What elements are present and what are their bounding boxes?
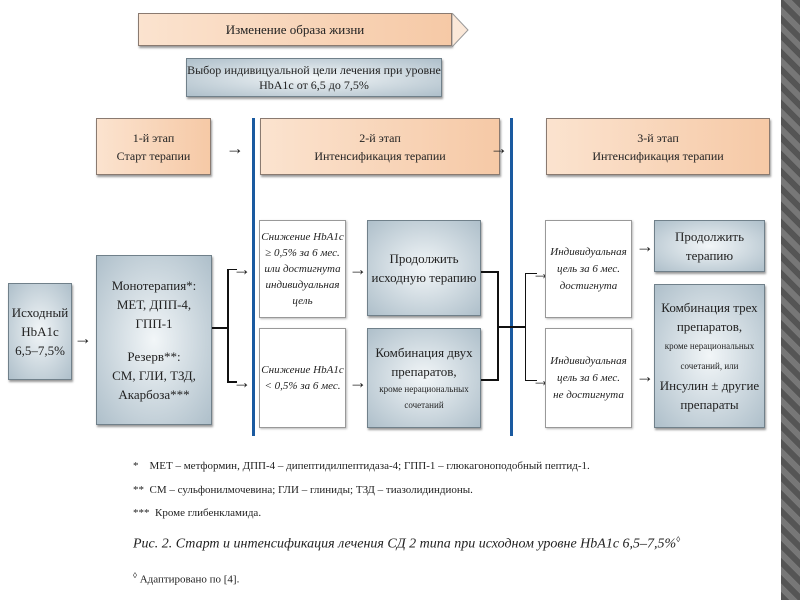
arrow-icon: → xyxy=(636,236,654,256)
figure-caption: Рис. 2. Старт и интенсификация лечения С… xyxy=(133,535,680,553)
connector xyxy=(525,380,537,381)
condition-success-2: Снижение HbA1c ≥ 0,5% за 6 мес. или достиг… xyxy=(259,220,346,318)
goal-box: Выбор индивицуальной цели лечения при ур… xyxy=(186,58,442,97)
arrow-icon: → xyxy=(636,366,654,386)
lifestyle-arrowhead xyxy=(452,13,469,47)
text: Снижение HbA1c xyxy=(261,231,344,243)
text: МЕТ, ДПП-4, ГПП-1 xyxy=(116,297,192,331)
text: исходную терапию xyxy=(371,270,477,285)
text: Инсулин ± другие xyxy=(659,378,760,393)
text: HbA1c xyxy=(21,324,59,339)
three-drug-or-insulin: Комбинация трех препаратов, кроме нерацион… xyxy=(654,284,765,428)
text: сочетаний, или xyxy=(680,361,739,371)
arrow-icon: → xyxy=(226,138,244,158)
arrow-icon: → xyxy=(349,259,367,279)
condition-fail-2: Снижение HbA1c < 0,5% за 6 мес. xyxy=(259,328,346,428)
adapted-note: ◊ Адаптировано по [4]. xyxy=(133,571,239,586)
stage-divider xyxy=(252,118,255,436)
text: цель за 6 мес. xyxy=(556,371,621,384)
two-drug-combination: Комбинация двух препаратов, кроме нерацион… xyxy=(367,328,481,428)
connector xyxy=(525,273,526,381)
text: Продолжить xyxy=(675,229,744,244)
connector xyxy=(227,381,237,383)
text: цель xyxy=(292,295,313,307)
continue-initial-therapy: Продолжить исходную терапию xyxy=(367,220,481,316)
text: < 0,5% за 6 мес. xyxy=(264,380,341,392)
footnote: * МЕТ – метформин, ДПП-4 – дипептидилпеп… xyxy=(133,460,590,472)
text: Комбинация трех xyxy=(661,300,758,315)
text: Индивидуальная xyxy=(550,354,627,367)
footnote: *** Кроме глибенкламида. xyxy=(133,507,262,519)
connector xyxy=(525,273,537,274)
text: препараты xyxy=(680,397,739,412)
text: СМ, ГЛИ, ТЗД, xyxy=(112,368,196,383)
stage-label: 3-й этап xyxy=(637,130,679,145)
text: Продолжить xyxy=(389,251,459,266)
text: не достигнута xyxy=(553,388,624,401)
text: индивидуальная xyxy=(265,279,340,291)
text: Исходный xyxy=(11,305,69,320)
text: Индивидуальная xyxy=(550,245,627,258)
text: Снижение HbA1c xyxy=(261,364,344,376)
text: препаратов, xyxy=(676,319,743,334)
text: цель за 6 мес. xyxy=(556,262,621,275)
arrow-icon: → xyxy=(233,372,251,392)
connector xyxy=(212,327,228,329)
connector xyxy=(227,269,237,270)
text: кроме нерациональных xyxy=(664,341,755,351)
caption-mark: ◊ xyxy=(676,535,681,544)
arrow-icon: → xyxy=(233,259,251,279)
arrow-icon: → xyxy=(349,372,367,392)
stage-divider xyxy=(510,118,513,436)
stage-title: Старт терапии xyxy=(116,148,191,163)
stage-title: Интенсификация терапии xyxy=(314,148,446,163)
connector xyxy=(481,379,498,381)
connector xyxy=(497,326,526,328)
arrow-icon: → xyxy=(490,138,508,158)
text: Комбинация двух xyxy=(375,345,473,360)
continue-therapy: Продолжить терапию xyxy=(654,220,765,272)
goal-not-achieved-3: Индивидуальная цель за 6 мес. не достигнут… xyxy=(545,328,632,428)
goal-text: Выбор индивицуальной цели лечения при ур… xyxy=(187,62,441,92)
text: достигнута xyxy=(559,279,618,292)
connector xyxy=(227,269,229,383)
connector xyxy=(481,271,498,273)
goal-achieved-3: Индивидуальная цель за 6 мес. достигнута xyxy=(545,220,632,318)
note-text: Адаптировано по [4]. xyxy=(139,573,240,586)
text: терапию xyxy=(685,248,734,263)
text: кроме нерациональных xyxy=(379,384,469,394)
text: сочетаний xyxy=(404,400,444,410)
note-mark: ◊ xyxy=(133,571,137,580)
stage-label: 1-й этап xyxy=(132,130,175,145)
arrow-icon: → xyxy=(74,328,92,348)
side-decoration xyxy=(781,0,800,600)
lifestyle-banner: Изменение образа жизни xyxy=(138,13,452,46)
stage-title: Интенсификация терапии xyxy=(592,148,724,163)
footnote: ** СМ – сульфонилмочевина; ГЛИ – глиниды… xyxy=(133,484,473,496)
text: 6,5–7,5% xyxy=(15,343,65,358)
stage-label: 2-й этап xyxy=(359,130,401,145)
text: Резерв**: xyxy=(127,349,181,364)
text: или достигнута xyxy=(264,263,341,275)
text: препаратов, xyxy=(391,364,457,379)
text: Монотерапия*: xyxy=(111,278,197,293)
caption-text: Рис. 2. Старт и интенсификация лечения С… xyxy=(133,536,677,552)
lifestyle-text: Изменение образа жизни xyxy=(225,21,365,37)
text: ≥ 0,5% за 6 мес. xyxy=(265,247,340,259)
text: Акарбоза*** xyxy=(118,387,190,402)
